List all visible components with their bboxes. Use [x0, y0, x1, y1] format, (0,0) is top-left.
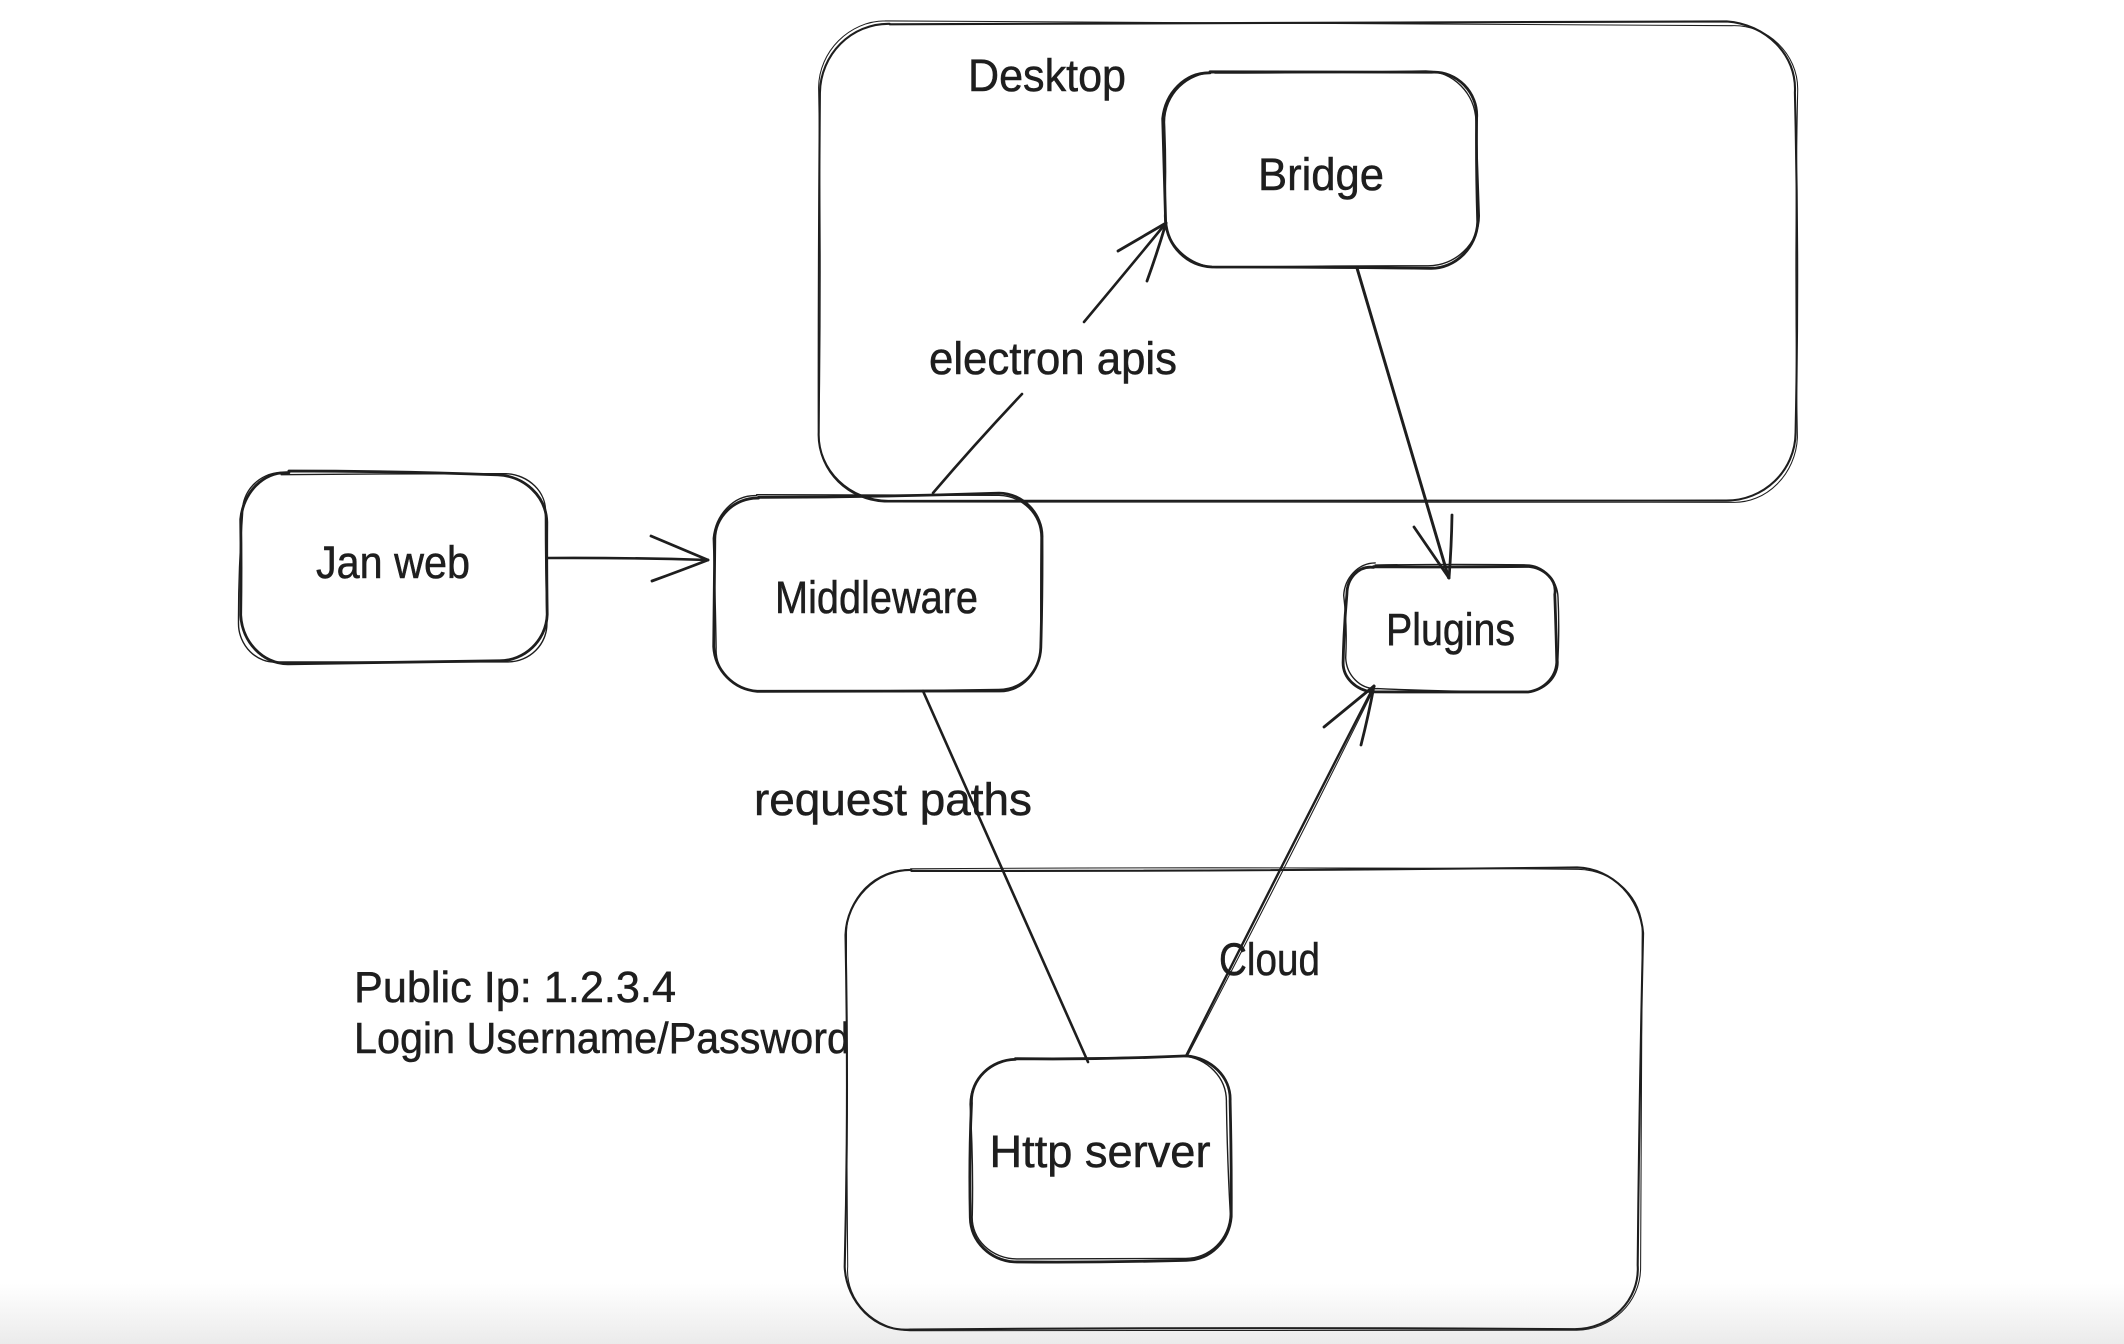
svg-text:electron apis: electron apis	[929, 333, 1177, 384]
svg-text:Desktop: Desktop	[968, 50, 1126, 101]
svg-text:Jan web: Jan web	[316, 537, 470, 588]
svg-text:request paths: request paths	[754, 774, 1032, 825]
svg-text:Public Ip: 1.2.3.4: Public Ip: 1.2.3.4	[354, 963, 676, 1012]
svg-text:Middleware: Middleware	[775, 572, 978, 623]
svg-text:Login Username/Password: Login Username/Password	[354, 1014, 850, 1063]
svg-text:Plugins: Plugins	[1386, 604, 1515, 655]
svg-text:Http server: Http server	[990, 1126, 1211, 1177]
svg-text:Bridge: Bridge	[1258, 149, 1384, 200]
svg-text:Cloud: Cloud	[1219, 934, 1320, 985]
